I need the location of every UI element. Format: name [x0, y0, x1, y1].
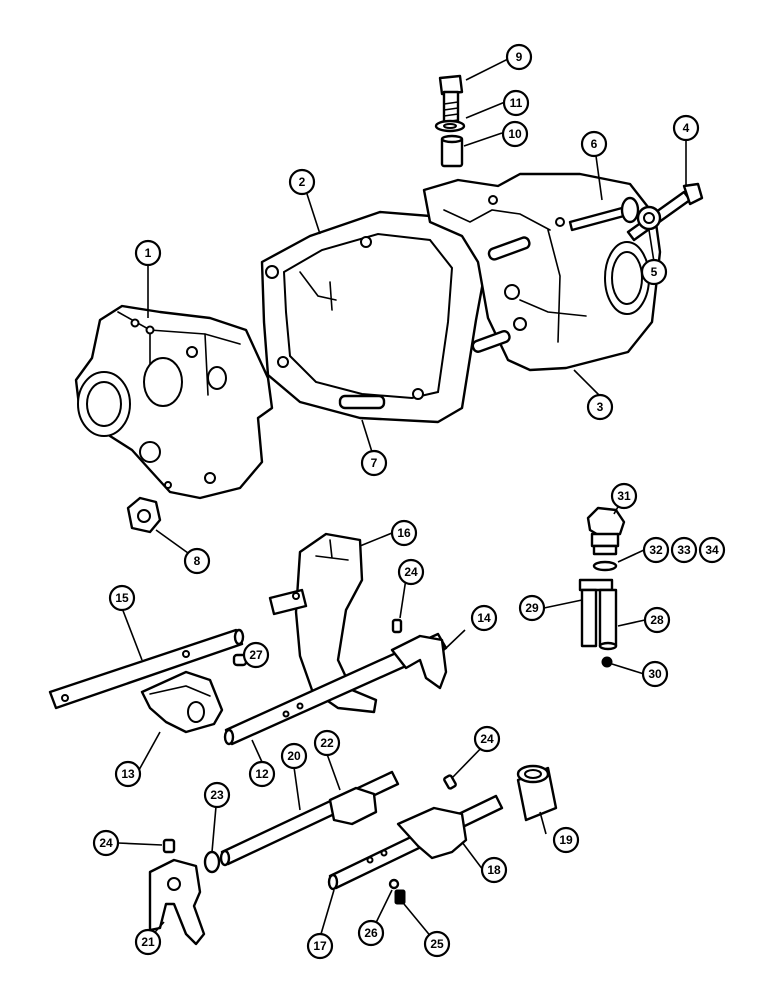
svg-text:21: 21	[141, 935, 155, 949]
small-shift-fork-part	[148, 858, 206, 946]
callout-20: 20	[280, 742, 308, 770]
svg-text:5: 5	[651, 265, 658, 279]
svg-text:24: 24	[99, 836, 113, 850]
leader-lines	[117, 57, 687, 945]
svg-text:3: 3	[597, 400, 604, 414]
svg-text:11: 11	[510, 96, 523, 110]
callout-29: 29	[518, 594, 546, 622]
callout-1: 1	[134, 239, 162, 267]
roll-pin-24-upper-part	[391, 618, 403, 634]
callout-16: 16	[390, 519, 418, 547]
callout-32: 32	[642, 536, 670, 564]
callout-27: 27	[242, 641, 270, 669]
callout-19: 19	[552, 826, 580, 854]
shaft-with-block-part	[219, 770, 400, 867]
roll-pin-24-left-part	[162, 838, 176, 854]
callout-2: 2	[288, 168, 316, 196]
callout-7: 7	[360, 449, 388, 477]
rod-with-fork-lower-part	[327, 794, 504, 891]
svg-text:4: 4	[683, 121, 690, 135]
nut-part	[126, 496, 162, 534]
callout-24-right: 24	[473, 725, 501, 753]
callout-26: 26	[357, 919, 385, 947]
svg-text:13: 13	[121, 767, 135, 781]
svg-text:10: 10	[508, 127, 522, 141]
callout-5: 5	[640, 258, 668, 286]
svg-text:16: 16	[397, 526, 411, 540]
svg-text:22: 22	[320, 736, 334, 750]
callout-28: 28	[643, 606, 671, 634]
gasket-plate-part	[260, 210, 490, 424]
callout-13: 13	[114, 760, 142, 788]
svg-text:2: 2	[299, 175, 306, 189]
svg-text:25: 25	[430, 937, 444, 951]
svg-text:33: 33	[677, 543, 691, 557]
roll-pin-24-right-part	[443, 774, 457, 790]
svg-text:24: 24	[404, 565, 418, 579]
svg-text:26: 26	[364, 926, 378, 940]
top-bolt-stack-part	[434, 74, 466, 168]
callout-18: 18	[480, 856, 508, 884]
svg-text:15: 15	[115, 591, 129, 605]
svg-text:30: 30	[648, 667, 662, 681]
callout-17: 17	[306, 932, 334, 960]
callout-14: 14	[470, 604, 498, 632]
callout-24-upper: 24	[397, 558, 425, 586]
callout-34: 34	[698, 536, 726, 564]
bolt-and-washer-part	[626, 182, 704, 242]
svg-text:29: 29	[525, 601, 539, 615]
svg-text:18: 18	[487, 863, 501, 877]
long-rod-part	[48, 628, 245, 710]
svg-text:7: 7	[371, 456, 378, 470]
callout-25: 25	[423, 930, 451, 958]
ring-23-part	[203, 850, 221, 874]
callout-30: 30	[641, 660, 669, 688]
svg-text:14: 14	[477, 611, 491, 625]
callout-22: 22	[313, 729, 341, 757]
front-housing-part	[74, 304, 274, 500]
callout-23: 23	[203, 781, 231, 809]
long-bolt-part	[568, 196, 640, 232]
svg-text:27: 27	[249, 648, 263, 662]
svg-text:32: 32	[649, 543, 663, 557]
svg-text:31: 31	[617, 489, 631, 503]
svg-text:23: 23	[210, 788, 224, 802]
callout-9: 9	[505, 43, 533, 71]
svg-text:8: 8	[194, 554, 201, 568]
selector-block-part	[140, 670, 224, 734]
callout-6: 6	[580, 130, 608, 158]
svg-text:34: 34	[705, 543, 719, 557]
svg-text:20: 20	[287, 749, 301, 763]
callout-10: 10	[501, 120, 529, 148]
svg-text:9: 9	[516, 50, 523, 64]
ball-and-spring-part	[388, 878, 406, 905]
bracket-and-plunger-part	[578, 578, 618, 668]
callout-11: 11	[502, 89, 530, 117]
callout-31: 31	[610, 482, 638, 510]
callout-15: 15	[108, 584, 136, 612]
callout-3: 3	[586, 393, 614, 421]
callout-12: 12	[248, 760, 276, 788]
svg-text:6: 6	[591, 137, 598, 151]
svg-text:17: 17	[313, 939, 327, 953]
callout-24-left: 24	[92, 829, 120, 857]
sensor-switch-part	[586, 506, 626, 572]
svg-text:24: 24	[480, 732, 494, 746]
callout-21: 21	[134, 928, 162, 956]
svg-text:19: 19	[559, 833, 573, 847]
callout-4: 4	[672, 114, 700, 142]
callout-8: 8	[183, 547, 211, 575]
svg-text:28: 28	[650, 613, 664, 627]
rod-with-fork-part	[223, 632, 448, 746]
bushing-part	[516, 764, 558, 822]
callout-33: 33	[670, 536, 698, 564]
svg-text:1: 1	[145, 246, 152, 260]
svg-text:12: 12	[255, 767, 269, 781]
